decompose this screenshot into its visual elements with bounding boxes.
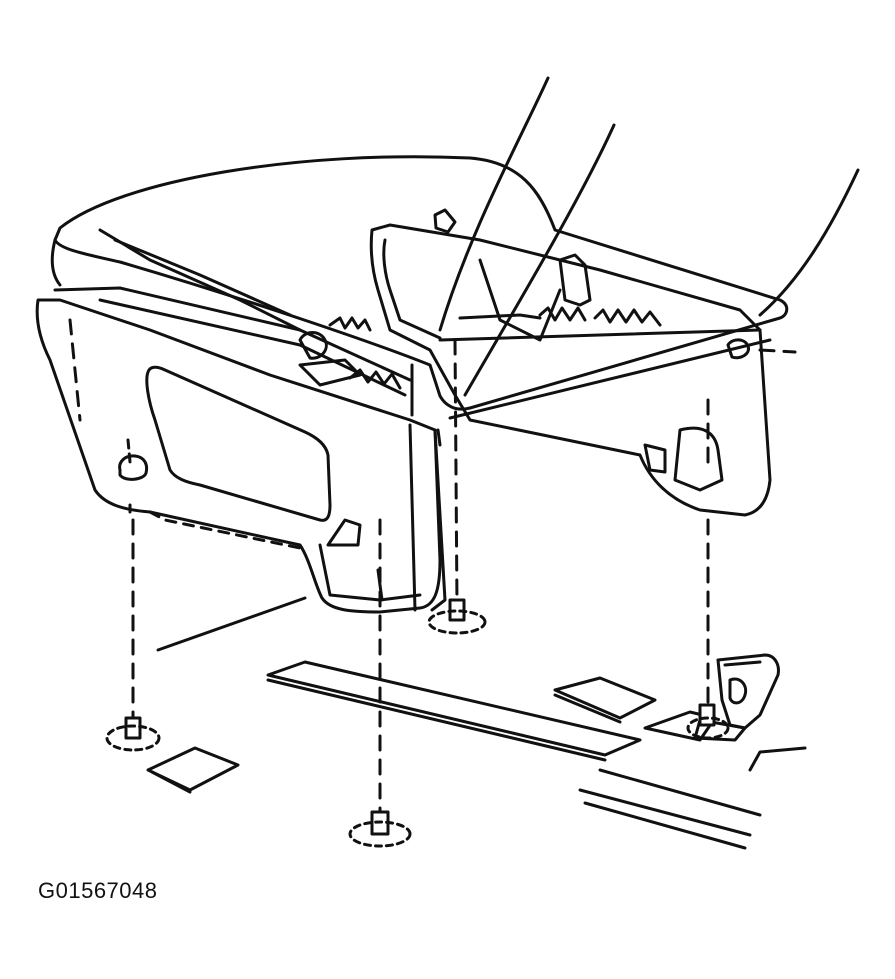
left-seat-frame — [37, 230, 445, 612]
rear-riser-bracket — [695, 655, 778, 740]
leader-lines — [440, 78, 858, 395]
figure-code: G01567048 — [38, 878, 158, 903]
right-seat-frame — [371, 210, 770, 515]
alignment-lines — [70, 320, 795, 825]
floor-stud-center — [350, 812, 410, 846]
floor-stud-left — [107, 718, 159, 750]
floor-pan — [148, 598, 805, 848]
floor-stud-rear-right — [688, 705, 728, 738]
seat-cushion — [52, 157, 786, 409]
floor-stud-rear-left — [429, 600, 485, 633]
frame-bolts — [378, 365, 440, 600]
